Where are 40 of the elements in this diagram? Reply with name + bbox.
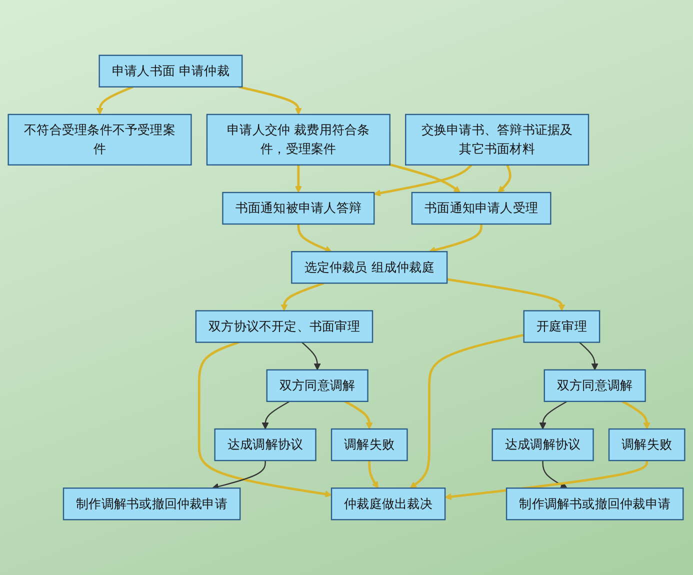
node-box: 不符合受理条件不予受理案件 (8, 114, 192, 166)
arrow (344, 400, 373, 430)
arrow (622, 400, 650, 430)
arrow (238, 86, 302, 115)
node-box: 申请人书面 申请仲裁 (98, 54, 243, 88)
node-box: 双方同意调解 (544, 369, 646, 402)
arrow (96, 86, 134, 115)
node-box: 调解失败 (330, 428, 408, 462)
arrow (498, 164, 512, 193)
node-box: 制作调解书或撤回仲裁申请 (506, 488, 684, 520)
node-box: 制作调解书或撤回仲裁申请 (62, 488, 241, 520)
arrow (374, 164, 472, 196)
arrow (368, 460, 378, 488)
arrow (539, 400, 568, 430)
arrow (198, 341, 332, 498)
arrow (297, 224, 332, 252)
arrow (212, 460, 266, 490)
arrow (410, 334, 524, 488)
node-box: 书面通知被申请人答辩 (222, 192, 375, 225)
node-box: 达成调解协议 (492, 428, 594, 462)
arrow (444, 460, 648, 500)
arrow (262, 400, 290, 430)
node-box: 书面通知申请人受理 (411, 192, 552, 225)
arrow (294, 164, 302, 193)
arrow (301, 342, 321, 370)
node-box: 选定仲裁员 组成仲裁庭 (291, 251, 448, 284)
arrow (578, 342, 598, 370)
node-box: 双方协议不开定、书面审理 (195, 310, 374, 343)
arrow (428, 224, 482, 254)
node-box: 调解失败 (608, 428, 686, 462)
arrow (542, 460, 568, 488)
node-box: 开庭审理 (523, 310, 600, 343)
arrow (390, 163, 461, 193)
node-box: 达成调解协议 (214, 428, 316, 462)
node-box: 交换申请书、答辩书证据及其它书面材料 (405, 114, 590, 166)
node-box: 仲裁庭做出裁决 (330, 488, 446, 520)
node-box: 双方同意调解 (266, 369, 368, 402)
arrow (280, 282, 324, 312)
arrow (446, 278, 566, 312)
node-box: 申请人交仲 裁费用符合条件，受理案件 (206, 114, 390, 166)
